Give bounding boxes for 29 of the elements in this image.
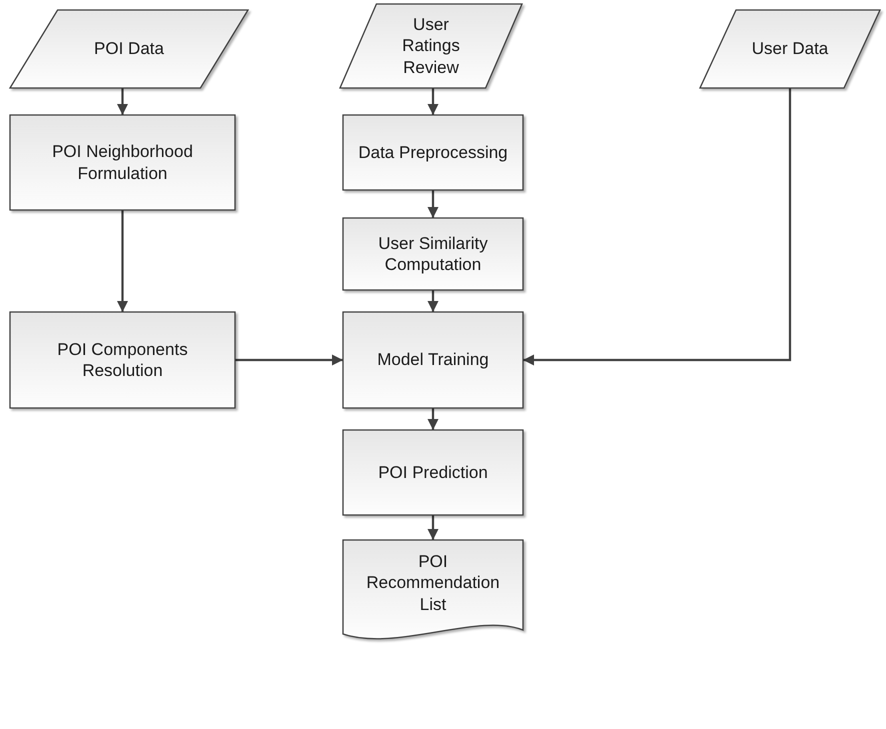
- process-box: [343, 312, 523, 408]
- arrow: [117, 88, 128, 115]
- data-parallelogram: [700, 10, 880, 88]
- node-text: POI Data: [93, 38, 165, 60]
- arrow: [117, 210, 128, 312]
- node-text: Data Preprocessing: [357, 142, 509, 164]
- data-parallelogram: [340, 4, 522, 88]
- process-box: [343, 218, 523, 290]
- arrow: [428, 290, 438, 312]
- process-box: [10, 115, 235, 210]
- node-text: POI Neighborhood Formulation: [51, 141, 194, 184]
- node-text: POI Recommendation List: [365, 551, 501, 615]
- process-box: [10, 312, 235, 408]
- arrow: [428, 515, 438, 540]
- process-box: [343, 430, 523, 515]
- process-box: [343, 115, 523, 190]
- data-parallelogram: [10, 10, 248, 88]
- document-shape: [343, 540, 523, 640]
- arrow: [428, 408, 438, 430]
- arrow: [428, 190, 438, 218]
- arrow: [523, 88, 792, 366]
- node-text: POI Prediction: [377, 462, 489, 484]
- node-text: POI Components Resolution: [56, 338, 189, 382]
- node-text: Model Training: [376, 349, 490, 371]
- arrow: [235, 354, 343, 366]
- node-text: User Similarity Computation: [377, 232, 489, 276]
- node-text: User Data: [750, 38, 830, 60]
- arrow: [428, 88, 438, 115]
- node-text: User Ratings Review: [401, 14, 461, 78]
